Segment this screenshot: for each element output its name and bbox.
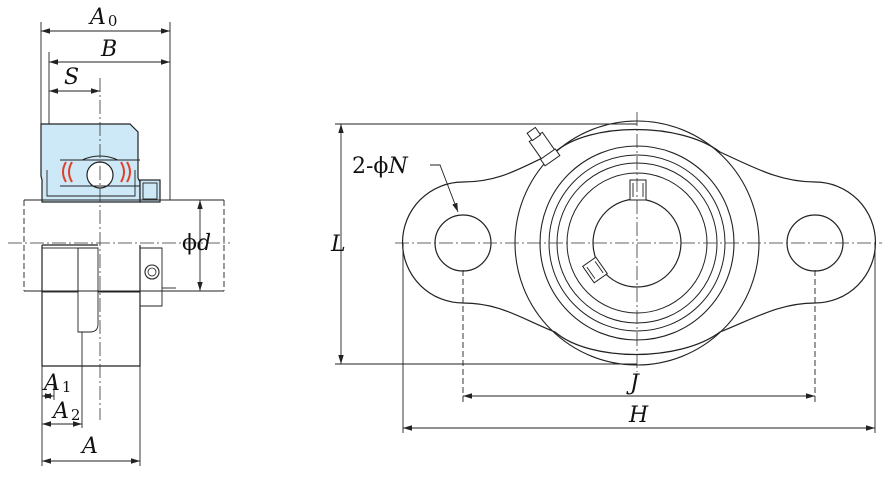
bearing-insert-section (40, 123, 141, 203)
seal-right (120, 161, 131, 183)
housing-body (41, 244, 141, 367)
label-b: B (100, 37, 117, 62)
leader-n (430, 164, 459, 213)
front-view: L 2-ϕN J H (330, 112, 882, 433)
label-phi-d: ϕd (182, 231, 211, 256)
set-screw-side (582, 256, 608, 284)
set-screw-block (139, 179, 161, 203)
grease-nipple (526, 126, 561, 167)
label-2-phi-n: 2-ϕN (352, 154, 408, 179)
set-screw-top (629, 179, 647, 201)
label-h: H (628, 403, 649, 428)
label-j: J (626, 371, 640, 396)
label-a: A (80, 434, 98, 459)
grease-fitting-end (144, 264, 160, 280)
label-l: L (330, 232, 346, 257)
label-s: S (64, 65, 79, 90)
seal-left (62, 161, 73, 183)
